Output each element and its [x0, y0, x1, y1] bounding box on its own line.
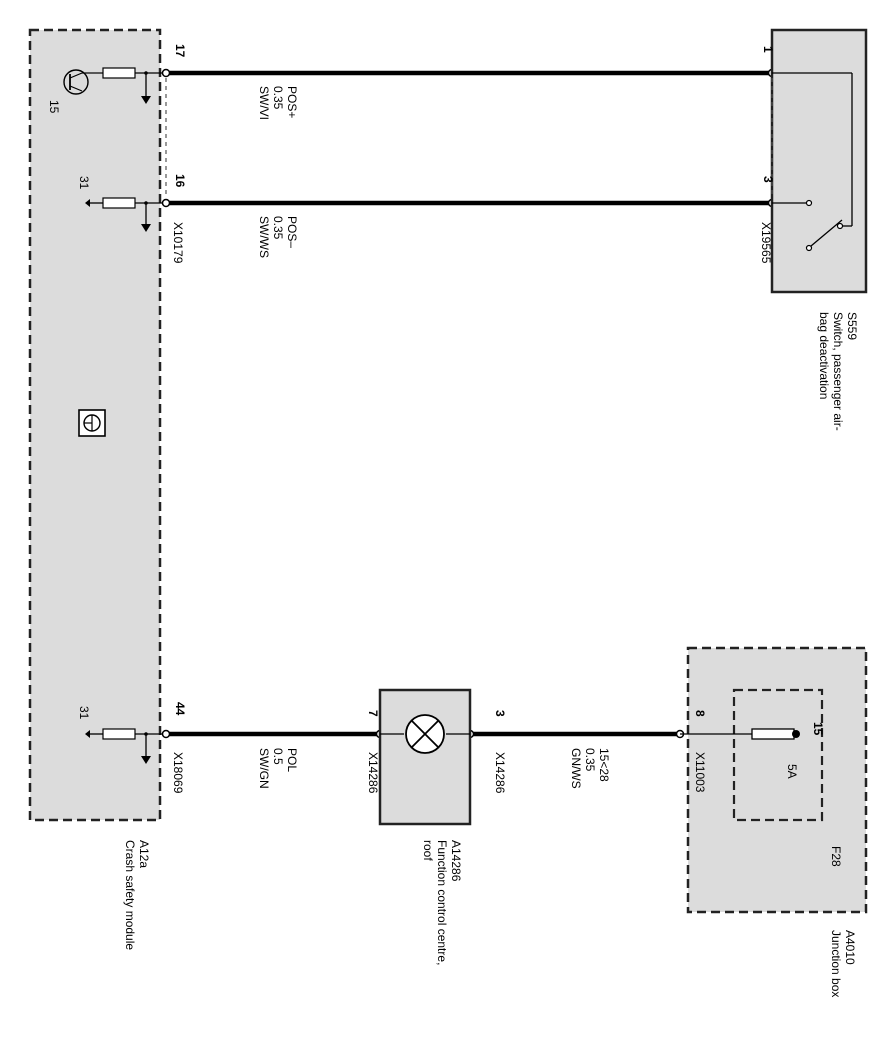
switch-name-line1: Switch, passenger air- [831, 312, 845, 431]
resistor-17 [102, 67, 166, 104]
fuse-rating-label: 5A [785, 764, 799, 779]
wire-supply-signal: 15<28 [597, 748, 611, 782]
connector-x10179-label: X10179 [171, 222, 185, 264]
wire-pos-plus-color: SW/VI [257, 86, 271, 120]
wire-supply-color: GN/WS [569, 748, 583, 789]
crash-module-code-label: A12a [137, 840, 151, 868]
fc-pin-7-label: 7 [366, 710, 380, 717]
fc-connector-right-label: X14286 [493, 752, 507, 794]
switch-contact-icon [772, 72, 853, 252]
connector-symbols [161, 68, 777, 739]
crash-module-name-label: Crash safety module [123, 840, 137, 950]
junction-box-code-label: A4010 [843, 930, 857, 965]
transistor-symbol [63, 69, 103, 95]
fc-name-line2: roof [421, 840, 435, 861]
terminal-15-label: 15 [47, 100, 61, 114]
pin-17-label: 17 [173, 44, 187, 58]
switch-pin-3-label: 3 [761, 176, 775, 183]
wire-pol-signal: POL [285, 748, 299, 772]
jb-pin-8-label: 8 [693, 710, 707, 717]
fc-name-line1: Function control centre, [435, 840, 449, 965]
wire-pol-size: 0.5 [271, 748, 285, 765]
fuse-pin-15-label: 15 [811, 722, 825, 736]
wire-pos-plus-size: 0.35 [271, 86, 285, 110]
wire-pos-minus-signal: POS– [285, 216, 299, 248]
junction-box-name-label: Junction box [829, 930, 843, 997]
resistor-16 [85, 197, 166, 232]
wire-pol-color: SW/GN [257, 748, 271, 789]
pin-16-label: 16 [173, 174, 187, 188]
fuse-holder-box [732, 688, 824, 822]
fc-pin-3-label: 3 [493, 710, 507, 717]
resistor-44 [85, 728, 166, 764]
pin-44-label: 44 [173, 702, 187, 716]
ground-31-lower-label: 31 [77, 706, 91, 720]
crash-module-symbol-icon [78, 409, 106, 437]
fuse-icon [680, 728, 800, 740]
switch-pin-1-label: 1 [761, 46, 775, 53]
wire-pos-plus-signal: POS+ [285, 86, 299, 118]
switch-box [770, 28, 868, 294]
function-control-centre-box [378, 688, 472, 826]
fuse-code-label: F28 [829, 846, 843, 867]
switch-code-label: S559 [845, 312, 859, 340]
lamp-icon [380, 714, 470, 754]
fc-code-label: A14286 [449, 840, 463, 882]
fc-connector-left-label: X14286 [366, 752, 380, 794]
jb-connector-label: X11003 [693, 752, 707, 793]
connector-x18069-label: X18069 [171, 752, 185, 794]
switch-connector-label: X19565 [759, 222, 773, 264]
wire-pos-minus-color: SW/WS [257, 216, 271, 258]
switch-name-line2: bag deactivation [817, 312, 831, 399]
wire-supply-size: 0.35 [583, 748, 597, 772]
wire-pos-minus-size: 0.35 [271, 216, 285, 240]
junction-box [686, 646, 868, 914]
ground-31-upper-label: 31 [77, 176, 91, 190]
